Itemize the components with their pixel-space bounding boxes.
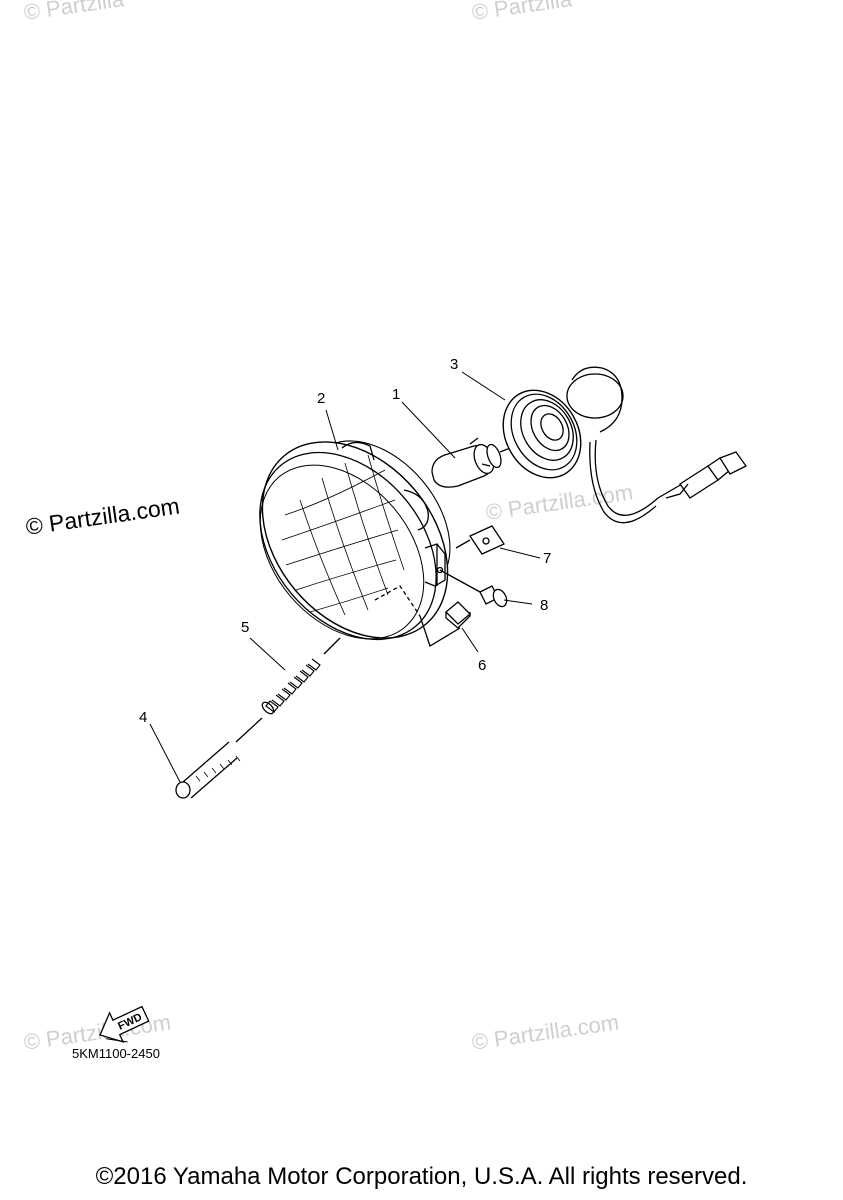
copyright-notice: ©2016 Yamaha Motor Corporation, U.S.A. A… (95, 1163, 748, 1190)
diagram-code: 5KM1100-2450 (72, 1046, 160, 1061)
callout-6: 6 (478, 657, 486, 674)
callout-7: 7 (543, 550, 551, 567)
clip-nut (455, 525, 505, 555)
callout-5: 5 (241, 619, 249, 636)
callout-1: 1 (392, 386, 400, 403)
adjuster-bolt (175, 717, 263, 799)
callout-2: 2 (317, 390, 325, 407)
forward-arrow-icon (99, 1005, 150, 1043)
callout-4: 4 (139, 709, 147, 726)
bulb-socket-cover (502, 366, 747, 524)
headlight-housing (259, 440, 461, 647)
callout-3: 3 (450, 356, 458, 373)
headlight-bulb (431, 427, 561, 488)
callout-8: 8 (540, 597, 548, 614)
square-nut (445, 601, 471, 629)
screw (436, 566, 508, 608)
adjuster-spring (261, 637, 341, 715)
leader-lines (149, 371, 541, 783)
